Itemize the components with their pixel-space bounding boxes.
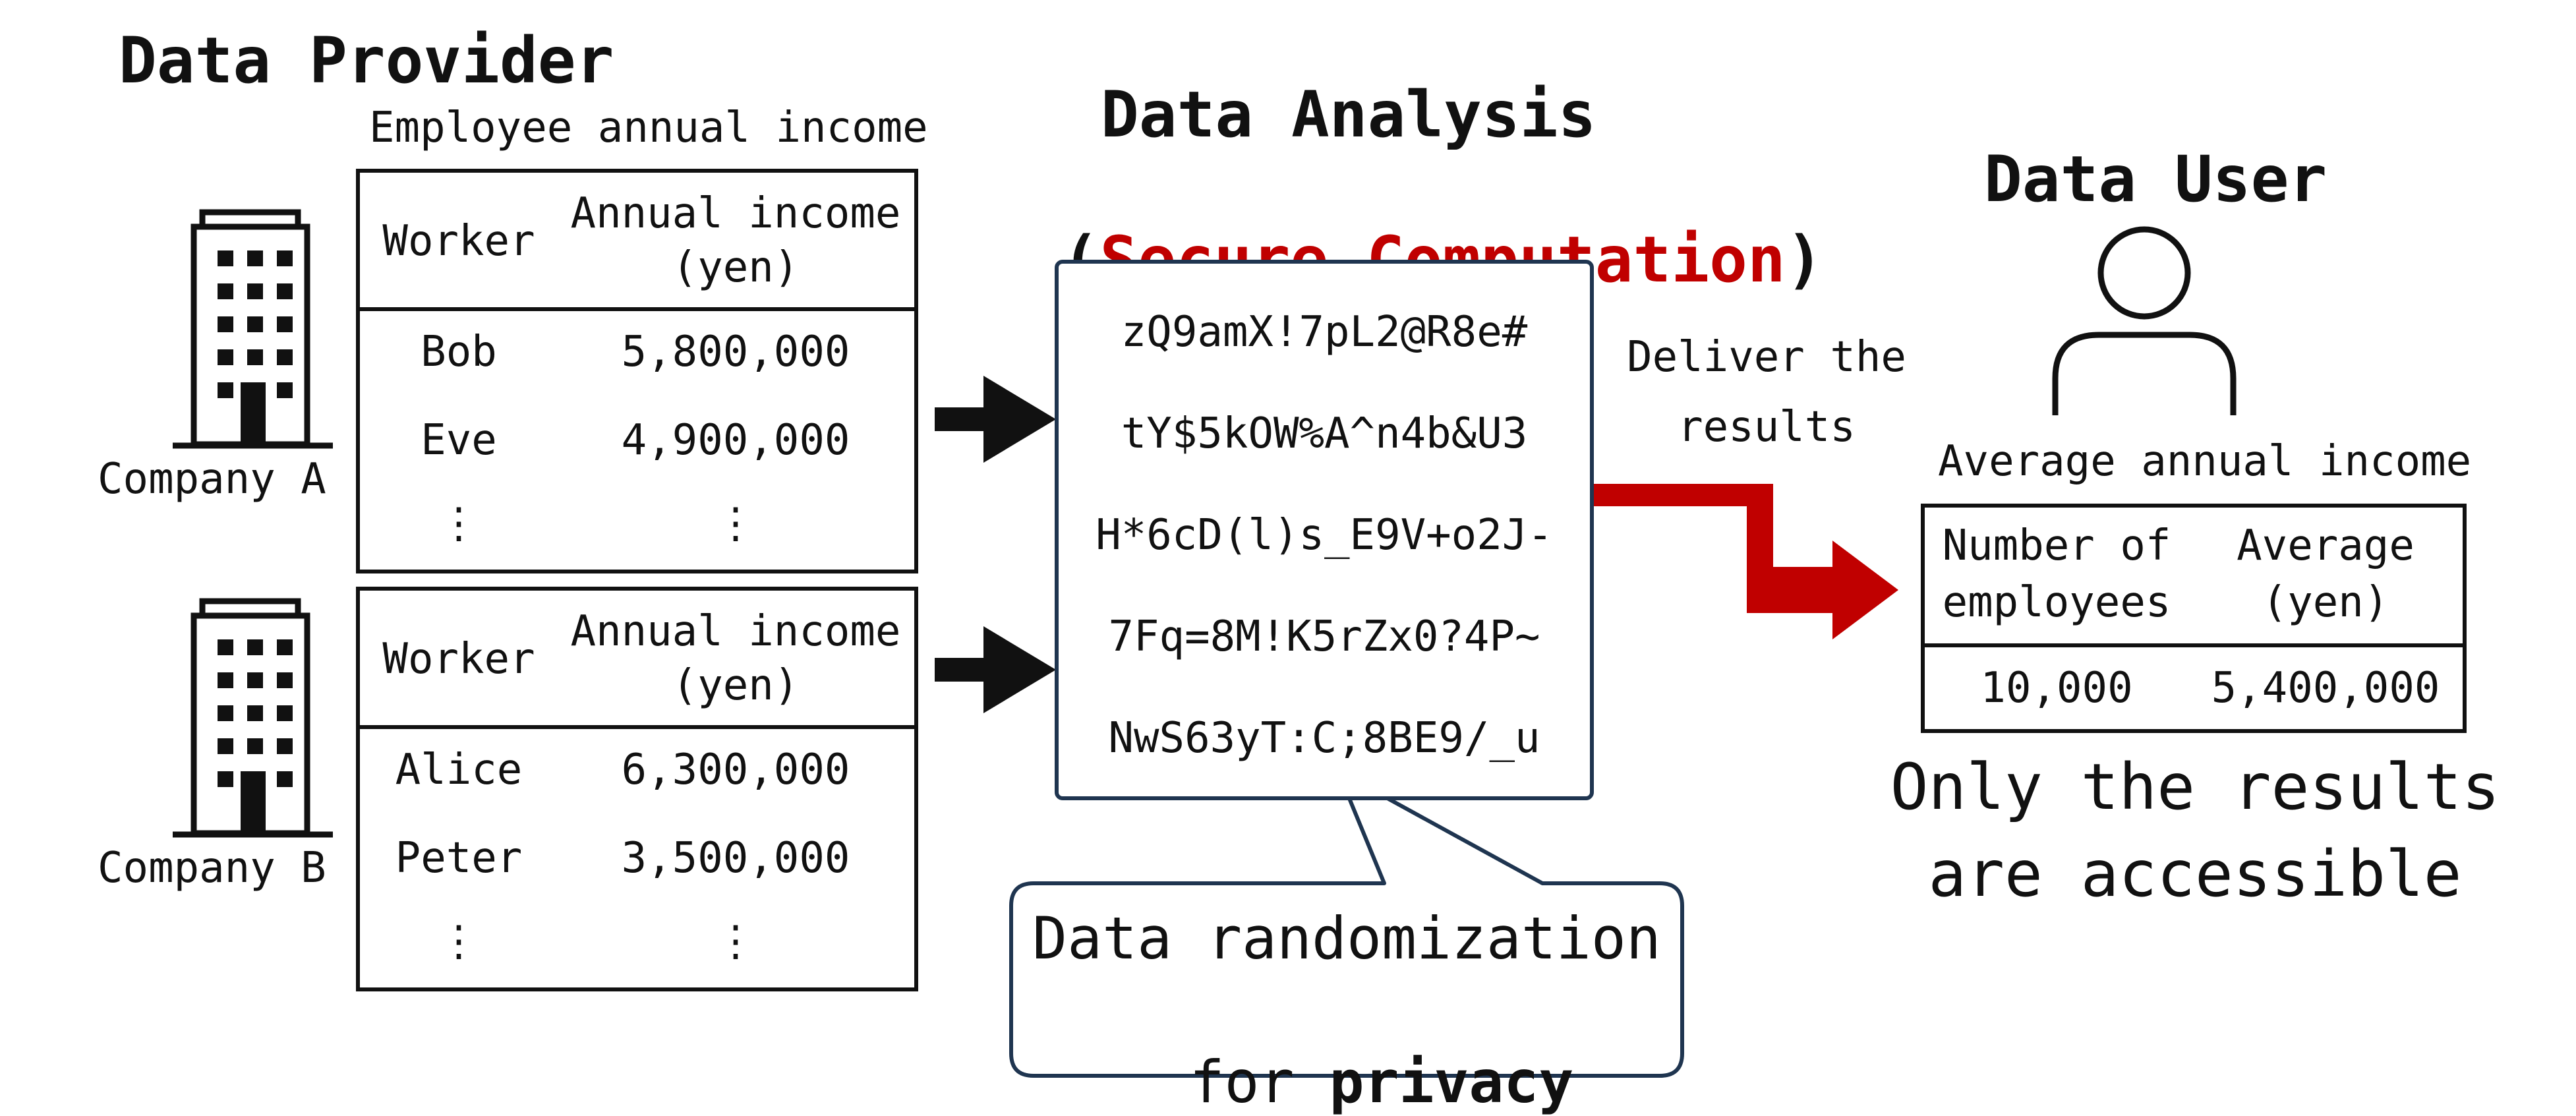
company-a-label: Company A — [98, 455, 326, 504]
header-income: Annual income — [570, 189, 901, 238]
table-divider — [1925, 643, 2463, 647]
table-divider — [360, 307, 914, 311]
building-b-windows — [218, 639, 293, 833]
privacy-label: privacy — [1329, 1048, 1574, 1116]
paren-close: ) — [1785, 223, 1824, 297]
header-worker: Worker — [382, 217, 535, 266]
header-average-unit: (yen) — [2262, 578, 2389, 627]
randomized-line: NwS63yT:C;8BE9/_u — [1108, 714, 1540, 763]
company-a-table: Worker Annual income (yen) Bob 5,800,000… — [356, 169, 918, 573]
provider-title: Data Provider — [119, 24, 614, 98]
callout-text-line2: for privacy — [1011, 995, 1682, 1111]
table-divider — [360, 725, 914, 729]
randomized-line: zQ9amX!7pL2@R8e# — [1121, 308, 1528, 357]
access-note-line1: Only the results — [1890, 750, 2500, 824]
randomized-line: H*6cD(l)s_E9V+o2J- — [1096, 511, 1553, 560]
access-note-line2: are accessible — [1928, 837, 2462, 911]
analysis-title: Data Analysis — [1101, 78, 1596, 152]
header-income: Annual income — [570, 607, 901, 656]
person-icon — [2052, 226, 2237, 415]
header-income-unit: (yen) — [672, 243, 800, 292]
company-b-label: Company B — [98, 844, 326, 893]
table-cell-income: ⋮ — [715, 917, 757, 966]
arrow-right-icon — [935, 626, 1056, 713]
table-cell-income: 3,500,000 — [621, 834, 850, 883]
table-cell-income: ⋮ — [715, 499, 757, 548]
deliver-label-line2: results — [1678, 403, 1856, 452]
result-count: 10,000 — [1980, 664, 2133, 713]
arrow-right-icon — [935, 376, 1056, 463]
user-table-caption: Average annual income — [1938, 437, 2472, 486]
randomized-line: tY$5kOW%A^n4b&U3 — [1121, 409, 1528, 458]
result-average: 5,400,000 — [2211, 664, 2440, 713]
deliver-label-line1: Deliver the — [1627, 333, 1906, 382]
callout-prefix: for — [1189, 1048, 1330, 1116]
provider-table-caption: Employee annual income — [369, 103, 928, 152]
table-cell-worker: Alice — [395, 746, 523, 794]
randomized-data-box: zQ9amX!7pL2@R8e# tY$5kOW%A^n4b&U3 H*6cD(… — [1055, 260, 1594, 800]
header-income-unit: (yen) — [672, 661, 800, 710]
header-count-sub: employees — [1942, 578, 2171, 627]
randomized-line: 7Fq=8M!K5rZx0?4P~ — [1108, 612, 1540, 661]
deliver-arrow-icon — [1593, 484, 1898, 639]
results-table: Number of employees Average (yen) 10,000… — [1921, 504, 2467, 733]
table-cell-income: 5,800,000 — [621, 328, 850, 376]
table-cell-income: 4,900,000 — [621, 416, 850, 465]
table-cell-worker: ⋮ — [438, 499, 480, 548]
company-b-table: Worker Annual income (yen) Alice 6,300,0… — [356, 587, 918, 991]
callout-text-line1: Data randomization — [1032, 904, 1661, 972]
table-cell-worker: Peter — [395, 834, 523, 883]
header-worker: Worker — [382, 635, 535, 684]
header-count: Number of — [1942, 521, 2171, 570]
header-average: Average — [2237, 521, 2415, 570]
table-cell-worker: ⋮ — [438, 917, 480, 966]
callout-bubble — [1009, 769, 1684, 1078]
table-cell-income: 6,300,000 — [621, 746, 850, 794]
building-a-windows — [218, 250, 293, 444]
user-title: Data User — [1984, 142, 2327, 216]
table-cell-worker: Bob — [421, 328, 497, 376]
table-cell-worker: Eve — [421, 416, 497, 465]
